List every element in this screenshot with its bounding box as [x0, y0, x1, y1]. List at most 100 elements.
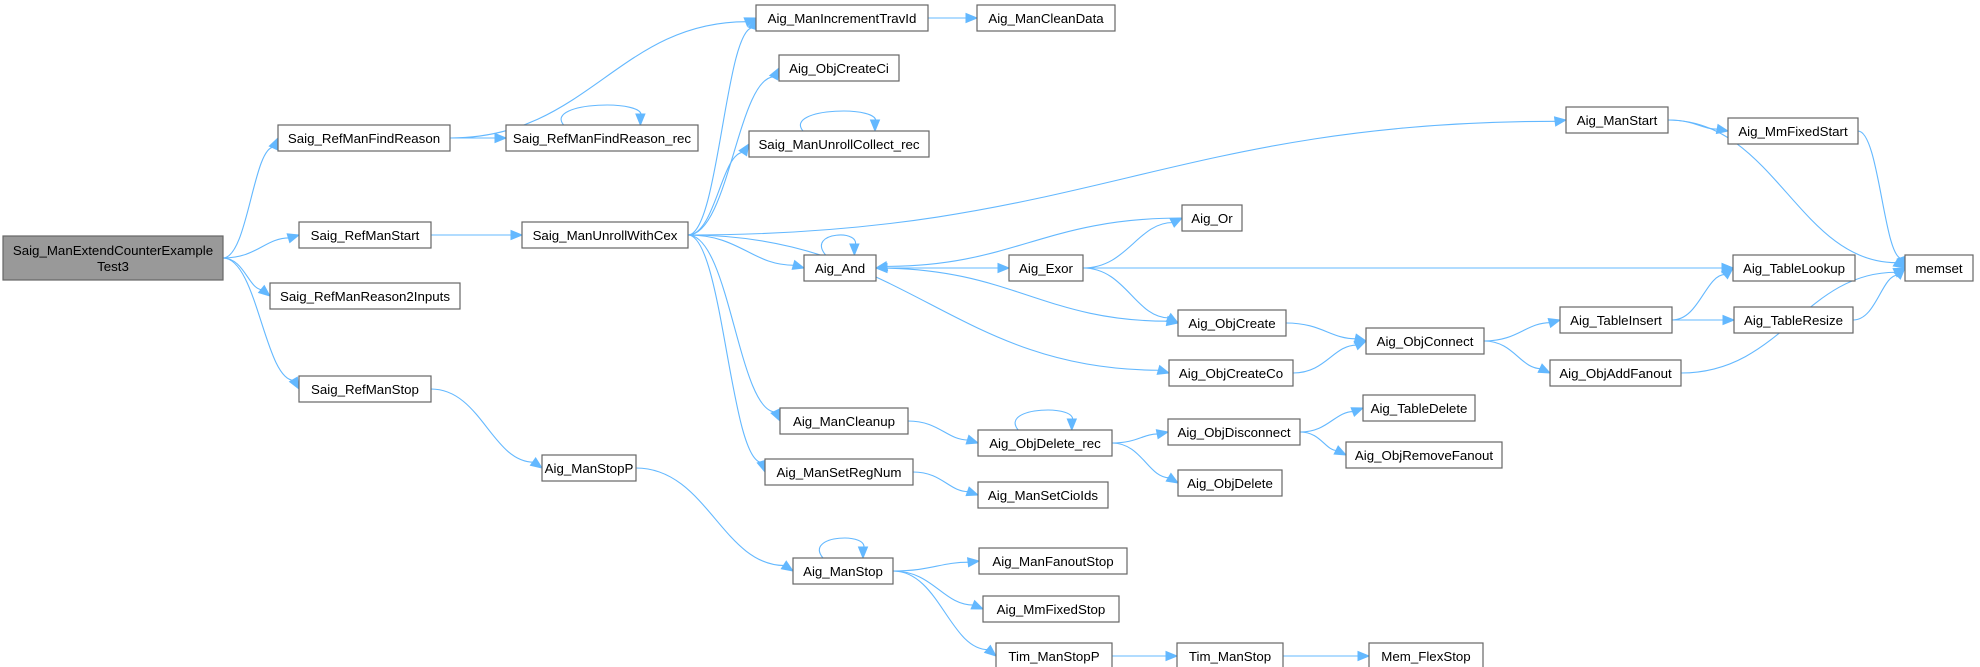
edge-objDeleteRec-to-objDelete [1111, 442, 1180, 484]
node-box [1167, 418, 1301, 446]
node-setRegNum[interactable]: Aig_ManSetRegNum [764, 458, 914, 486]
node-box [778, 54, 900, 82]
node-unrollWithCex[interactable]: Saig_ManUnrollWithCex [521, 221, 689, 249]
node-box [976, 4, 1116, 32]
node-box [298, 221, 432, 249]
node-memFlexStop[interactable]: Mem_FlexStop [1368, 642, 1484, 667]
node-box [755, 4, 929, 32]
node-box [748, 130, 930, 158]
node-findReasonRec[interactable]: Saig_RefManFindReason_rec [505, 124, 699, 152]
node-label: Aig_ManSetCioIds [988, 488, 1098, 503]
edge-or-to-and [874, 217, 1183, 272]
node-objDeleteRec[interactable]: Aig_ObjDelete_rec [977, 429, 1113, 457]
node-or[interactable]: Aig_Or [1181, 204, 1243, 232]
edge-objDisconnect-to-tableDelete [1299, 407, 1365, 433]
node-label: Saig_RefManStop [311, 382, 419, 397]
edge-objConnect-to-addFanout [1483, 340, 1552, 374]
node-unrollCollect[interactable]: Saig_ManUnrollCollect_rec [748, 130, 930, 158]
nodes-layer: Saig_ManExtendCounterExampleTest3Saig_Re… [2, 4, 1974, 667]
node-label: Saig_RefManReason2Inputs [280, 289, 450, 304]
node-tableLookup[interactable]: Aig_TableLookup [1732, 254, 1856, 282]
edge-unrollWithCex-to-unrollCollect [687, 142, 750, 236]
node-label: Saig_ManExtendCounterExample [13, 243, 213, 258]
node-manStopP[interactable]: Aig_ManStopP [541, 454, 637, 482]
node-box [1362, 394, 1476, 422]
node-label: Aig_TableResize [1744, 313, 1843, 328]
node-label: Aig_Exor [1019, 261, 1074, 276]
node-box [1365, 327, 1485, 355]
node-and[interactable]: Aig_And [803, 254, 877, 282]
node-label: Aig_ObjDisconnect [1177, 425, 1290, 440]
edge-objDisconnect-to-removeFanout [1299, 431, 1348, 456]
node-label: Saig_RefManFindReason_rec [513, 131, 691, 146]
edge-timStop-to-memFlexStop [1283, 650, 1371, 662]
edge-exor-to-objCreate [1082, 267, 1180, 324]
node-box [977, 481, 1109, 509]
node-removeFanout[interactable]: Aig_ObjRemoveFanout [1345, 441, 1503, 469]
edge-findReason-to-incTrav [449, 17, 758, 139]
node-box [1177, 469, 1283, 497]
node-label: Aig_ManCleanup [793, 414, 895, 429]
node-timStopP[interactable]: Tim_ManStopP [995, 642, 1113, 667]
node-label: Aig_ObjDelete_rec [989, 436, 1101, 451]
node-cleanData[interactable]: Aig_ManCleanData [976, 4, 1116, 32]
node-tableInsert[interactable]: Aig_TableInsert [1559, 306, 1673, 334]
node-manStop[interactable]: Aig_ManStop [792, 557, 894, 585]
edge-objConnect-to-tableInsert [1483, 318, 1562, 342]
node-box [1181, 204, 1243, 232]
node-timStop[interactable]: Tim_ManStop [1176, 642, 1284, 667]
node-refStart[interactable]: Saig_RefManStart [298, 221, 432, 249]
node-objDelete[interactable]: Aig_ObjDelete [1177, 469, 1283, 497]
node-label: Aig_TableLookup [1743, 261, 1845, 276]
node-incTrav[interactable]: Aig_ManIncrementTravId [755, 4, 929, 32]
node-label: Aig_ManIncrementTravId [768, 11, 917, 26]
node-box [1345, 441, 1503, 469]
node-mmFixedStop[interactable]: Aig_MmFixedStop [982, 595, 1120, 623]
node-manStart[interactable]: Aig_ManStart [1565, 106, 1669, 134]
node-refStop[interactable]: Saig_RefManStop [298, 375, 432, 403]
node-label: Saig_ManUnrollCollect_rec [758, 137, 919, 152]
node-reason2[interactable]: Saig_RefManReason2Inputs [269, 282, 461, 310]
node-addFanout[interactable]: Aig_ObjAddFanout [1549, 359, 1682, 387]
node-label: Aig_ObjAddFanout [1559, 366, 1672, 381]
node-label: Aig_Or [1191, 211, 1233, 226]
edge-manStop-to-mmFixedStop [892, 570, 985, 610]
node-findReason[interactable]: Saig_RefManFindReason [277, 124, 451, 152]
node-label: Aig_ObjCreate [1188, 316, 1275, 331]
edge-objCreate-to-objConnect [1285, 322, 1368, 344]
node-fanoutStop[interactable]: Aig_ManFanoutStop [978, 547, 1128, 575]
node-box [1727, 117, 1859, 145]
node-box [1732, 254, 1856, 282]
node-box [1565, 106, 1669, 134]
node-tableResize[interactable]: Aig_TableResize [1733, 306, 1854, 334]
node-box [1168, 359, 1294, 387]
node-objConnect[interactable]: Aig_ObjConnect [1365, 327, 1485, 355]
node-setCioIds[interactable]: Aig_ManSetCioIds [977, 481, 1109, 509]
node-box [779, 407, 909, 435]
edge-incTrav-to-cleanData [928, 12, 979, 24]
node-objCreate[interactable]: Aig_ObjCreate [1177, 309, 1287, 337]
node-label: Tim_ManStopP [1008, 649, 1099, 664]
edge-root-to-reason2 [222, 257, 272, 297]
node-label: Saig_RefManStart [311, 228, 420, 243]
edge-setRegNum-to-setCioIds [912, 471, 980, 497]
node-createCi[interactable]: Aig_ObjCreateCi [778, 54, 900, 82]
node-label: Aig_TableInsert [1570, 313, 1662, 328]
node-exor[interactable]: Aig_Exor [1008, 254, 1084, 282]
node-memset[interactable]: memset [1904, 254, 1974, 282]
node-objDisconnect[interactable]: Aig_ObjDisconnect [1167, 418, 1301, 446]
node-objCreateCo[interactable]: Aig_ObjCreateCo [1168, 359, 1294, 387]
edge-timStopP-to-timStop [1112, 650, 1179, 662]
node-box [2, 235, 224, 281]
node-manCleanup[interactable]: Aig_ManCleanup [779, 407, 909, 435]
node-label: Aig_MmFixedStart [1738, 124, 1848, 139]
node-box [792, 557, 894, 585]
node-tableDelete[interactable]: Aig_TableDelete [1362, 394, 1476, 422]
edge-manStop-to-fanoutStop [892, 557, 981, 572]
node-box [269, 282, 461, 310]
node-mmFixedStart[interactable]: Aig_MmFixedStart [1727, 117, 1859, 145]
edge-exor-to-tableLookup [1083, 262, 1735, 274]
edge-and-to-and [821, 234, 860, 257]
node-label: Aig_ObjRemoveFanout [1355, 448, 1494, 463]
